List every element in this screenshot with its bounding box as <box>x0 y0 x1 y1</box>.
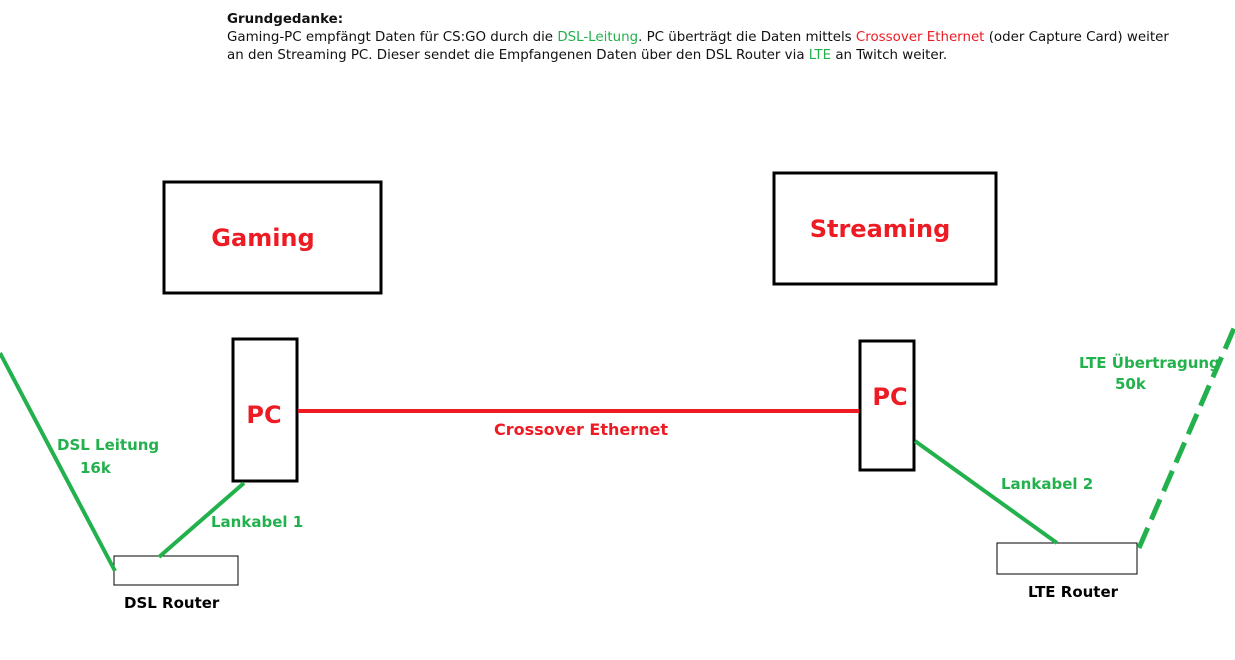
intro-dsl-highlight: DSL-Leitung <box>557 30 639 45</box>
streaming-label: Streaming <box>809 214 951 243</box>
intro-heading: Grundgedanke: <box>227 12 344 27</box>
lankabel-2-line <box>913 439 1059 545</box>
dsl-router-box <box>113 555 239 586</box>
lankabel-1-line <box>157 481 246 559</box>
lte-router-box <box>996 542 1138 575</box>
intro-line-1: Gaming-PC empfängt Daten für CS:GO durch… <box>227 29 1187 47</box>
intro-line1-c: (oder Capture Card) weiter <box>984 30 1169 45</box>
dsl-router-label: DSL Router <box>124 594 220 612</box>
streaming-monitor-box <box>772 171 998 286</box>
intro-crossover-highlight: Crossover Ethernet <box>855 30 985 45</box>
gaming-monitor-box <box>162 180 383 295</box>
gaming-pc-label: PC <box>246 401 282 429</box>
intro-line1-a: Gaming-PC empfängt Daten für CS:GO durch… <box>227 30 558 45</box>
gaming-pc-box <box>231 337 299 483</box>
streaming-pc-box <box>858 339 916 472</box>
intro-line2-b: an Twitch weiter. <box>831 48 948 63</box>
intro-lte-highlight: LTE <box>808 48 832 63</box>
gaming-label: Gaming <box>211 223 315 252</box>
intro-line2-a: an den Streaming PC. Dieser sendet die E… <box>227 48 809 63</box>
intro-line-2: an den Streaming PC. Dieser sendet die E… <box>227 47 1187 65</box>
streaming-pc-label: PC <box>872 383 908 411</box>
lte-uebertragung-line <box>1136 325 1235 549</box>
dsl-speed-label: 16k <box>80 459 111 477</box>
dsl-leitung-line <box>0 352 117 572</box>
dsl-leitung-label: DSL Leitung <box>57 436 160 454</box>
lte-uebertragung-label: LTE Übertragung <box>1079 354 1220 372</box>
lte-speed-label: 50k <box>1115 375 1146 393</box>
crossover-ethernet-label: Crossover Ethernet <box>494 420 669 439</box>
intro-text: Grundgedanke: Gaming-PC empfängt Daten f… <box>227 11 1187 65</box>
lte-router-label: LTE Router <box>1028 583 1119 601</box>
lankabel-2-label: Lankabel 2 <box>1001 475 1094 493</box>
lankabel-1-label: Lankabel 1 <box>211 513 304 531</box>
intro-line1-b: . PC überträgt die Daten mittels <box>638 30 856 45</box>
